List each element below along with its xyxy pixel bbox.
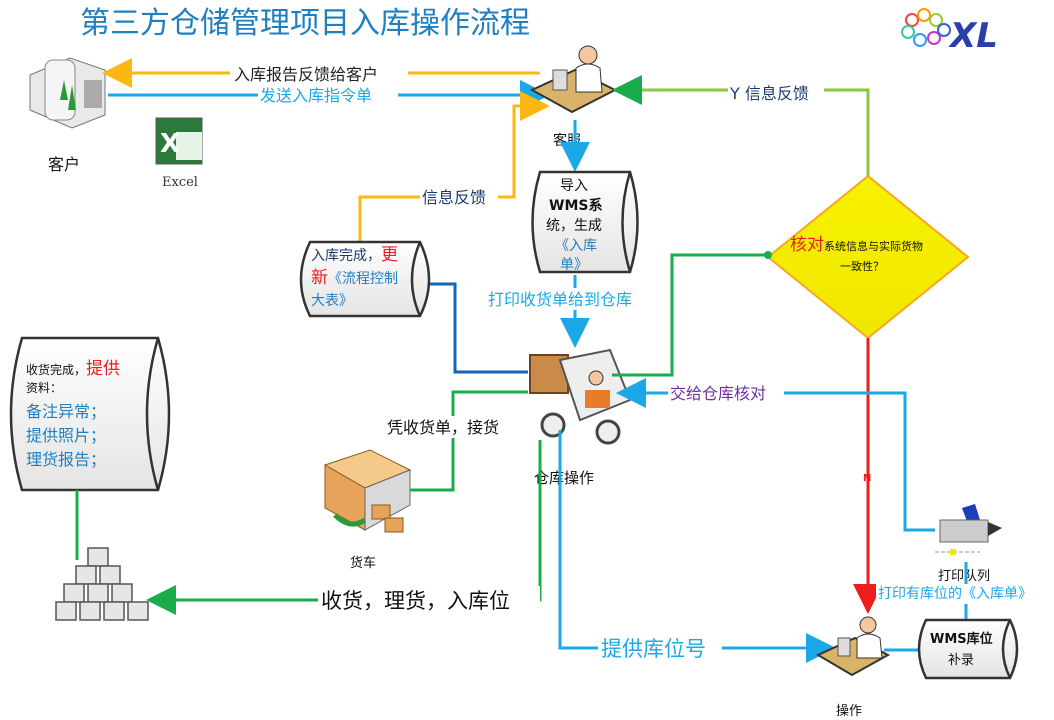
edge-label-report: 入库报告反馈给客户 (234, 65, 378, 84)
receipt-done-text: 资料： (26, 381, 62, 395)
wms-location-text: 补录 (948, 653, 974, 668)
receipt-done-item: 备注异常； (26, 402, 106, 421)
person-at-desk-icon (529, 45, 618, 114)
printer-icon (935, 504, 1002, 555)
inbound-done-text: 新《流程控制 (311, 268, 398, 288)
edge-label-handover: 交给仓库核对 (670, 384, 766, 403)
edge-label-n: N (863, 473, 871, 484)
wms-import-cylinder (531, 170, 639, 274)
check-decision-diamond (766, 174, 970, 340)
edge-handover-check (616, 378, 935, 532)
truck-icon (323, 449, 412, 533)
edge-label-send: 发送入库指令单 (260, 86, 372, 105)
xl-logo: XL (901, 8, 998, 56)
inbound-done-text: 入库完成，更 (311, 245, 398, 265)
receipt-done-item: 提供照片； (26, 426, 106, 445)
printer-label: 打印队列 (938, 569, 990, 584)
wms-import-text: 《入库 (555, 238, 597, 254)
edge-label-y-feedback: Y 信息反馈 (729, 84, 809, 103)
receipt-done-item: 理货报告； (26, 450, 106, 469)
person-at-desk-icon (815, 616, 891, 677)
office-building-icon (29, 57, 106, 129)
customer-service-label: 客服 (553, 132, 581, 149)
wms-import-text: 导入 (560, 178, 588, 194)
client-label: 客户 (48, 155, 80, 174)
boxes-icon (55, 547, 149, 621)
wms-location-cylinder (917, 618, 1019, 680)
wms-import-text: 统，生成 (546, 218, 602, 234)
receipt-done-text: 收货完成，提供 (26, 359, 120, 379)
edge-warehouse-to-inbound-done (430, 282, 528, 374)
forklift-icon (529, 348, 632, 445)
svg-text:X: X (160, 129, 180, 159)
inbound-done-cylinder (299, 240, 431, 318)
truck-label: 货车 (350, 555, 376, 571)
edge-label-receive-goods: 凭收货单，接货 (387, 418, 499, 437)
receipt-done-cylinder (9, 336, 171, 492)
wms-import-text: 单》 (560, 257, 588, 273)
inbound-done-text: 大表》 (311, 293, 353, 309)
edge-truck-to-warehouse (410, 390, 528, 492)
svg-text:XL: XL (948, 16, 998, 56)
wms-import-text: WMS系 (549, 197, 602, 214)
edge-label-provide-location: 提供库位号 (601, 637, 706, 661)
check-text: 核对系统信息与实际货物 (790, 235, 923, 255)
warehouse-label: 仓库操作 (534, 469, 594, 487)
edge-warehouse-to-check (612, 253, 768, 377)
page-title: 第三方仓储管理项目入库操作流程 (80, 6, 530, 41)
operator-label: 操作 (836, 703, 862, 719)
edge-label-print-located: 打印有库位的《入库单》 (878, 585, 1032, 602)
edge-label-info-feedback: 信息反馈 (422, 188, 486, 207)
excel-label: Excel (162, 175, 198, 190)
edge-info-feedback (358, 91, 550, 242)
wms-location-text: WMS库位 (930, 631, 993, 647)
edge-label-print-receipt: 打印收货单给到仓库 (488, 290, 632, 309)
edge-label-receive-sort: 收货，理货，入库位 (321, 589, 510, 613)
check-text: 一致性？ (840, 259, 884, 273)
edge-y-feedback (612, 75, 870, 176)
excel-icon: X (155, 117, 203, 165)
edge-provide-location (558, 430, 836, 663)
